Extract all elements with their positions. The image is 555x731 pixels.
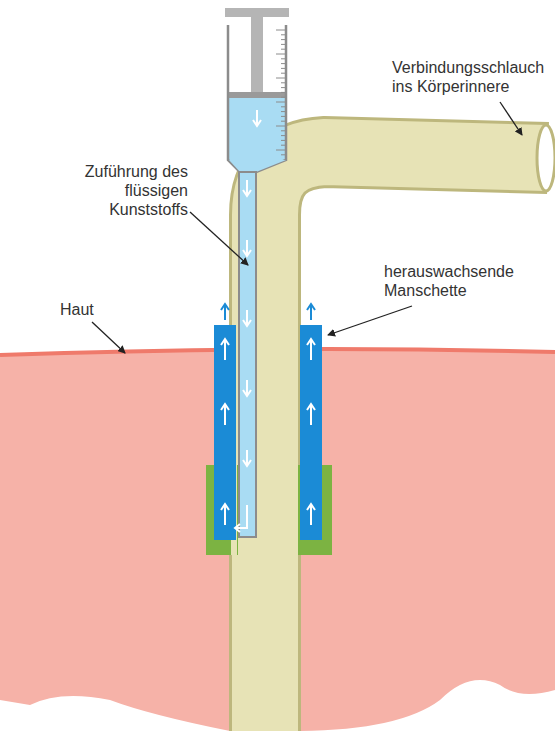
flow-arrows-down bbox=[221, 110, 315, 532]
syringe-barrel bbox=[228, 25, 286, 172]
connecting-tube-fill bbox=[265, 152, 546, 731]
connecting-tube bbox=[265, 152, 548, 731]
needle bbox=[239, 172, 256, 537]
tube-label: Verbindungsschlauch ins Körperinnere bbox=[392, 58, 552, 96]
plunger-top bbox=[225, 8, 289, 17]
leader-lines bbox=[92, 102, 522, 353]
cuff-label: herauswachsende Manschette bbox=[384, 262, 534, 300]
skin-label: Haut bbox=[60, 300, 120, 319]
syringe-neck bbox=[229, 160, 286, 172]
graduation bbox=[276, 30, 286, 155]
tube-opening bbox=[537, 125, 555, 191]
piston bbox=[228, 92, 286, 98]
liquid bbox=[228, 97, 286, 160]
feed-label: Zuführung des flüssigen Kunststoffs bbox=[76, 162, 188, 219]
flow-arrows-up bbox=[221, 304, 315, 320]
cuff-right bbox=[300, 325, 322, 540]
plunger-rod bbox=[251, 17, 263, 97]
cuff-left bbox=[214, 325, 236, 540]
